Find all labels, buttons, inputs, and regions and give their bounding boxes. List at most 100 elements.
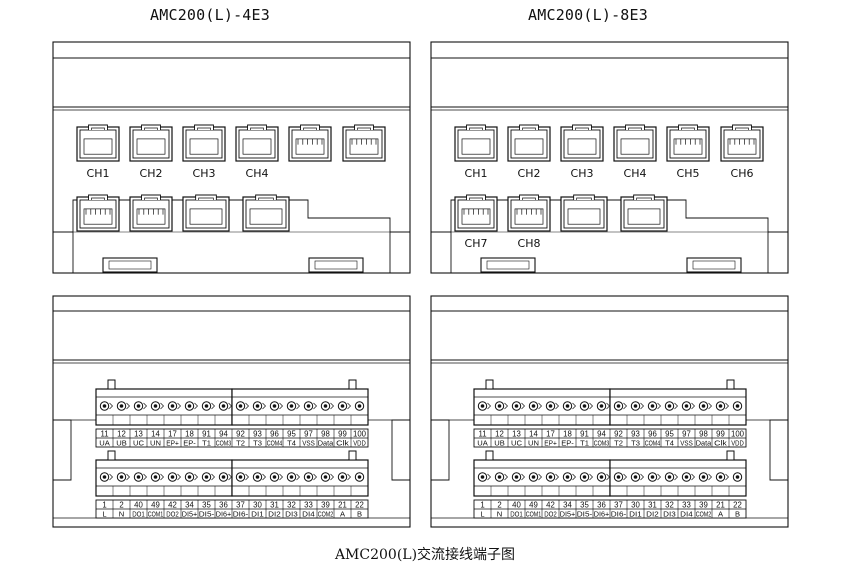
left-lower-terminal-number: 33 [304,501,313,510]
right-upper-terminal-signal: EP+ [544,439,557,448]
left-lower-terminal-number: 32 [287,501,296,510]
left-lower-terminal-number: 35 [202,501,211,510]
left-socket-5 [288,124,332,162]
right-upper-terminal-signal: COM3 [594,439,610,448]
right-lower-terminal-signal: DI5+ [560,510,576,519]
left-upper-terminal-signal: EP+ [166,439,179,448]
left-lower-terminal-signal: COM2 [318,510,334,519]
left-lower-terminal-number: 40 [134,501,143,510]
right-lower-terminal-number: 32 [665,501,674,510]
port-label-ch6: CH6 [731,167,754,180]
left-upper-terminal-number: 95 [287,430,296,439]
left-lower-terminal-signal: DI2 [268,510,281,519]
left-upper-terminal-signal: COM3 [216,439,232,448]
right-lower-terminal-number: 36 [597,501,606,510]
right-lower-terminal-number: 2 [497,501,501,510]
right-upper-terminal-number: 93 [631,430,640,439]
port-label-ch1: CH1 [87,167,110,180]
right-upper-terminal-signal: UC [511,439,522,448]
left-terminal-module: 11UA12UB13UC14UN17EP+18EP-91T194COM392T2… [52,295,411,528]
left-socket-low-4 [242,194,290,232]
right-upper-terminal-number: 13 [512,430,521,439]
left-lower-terminal-number: 42 [168,501,177,510]
left-lower-terminal-number: 31 [270,501,279,510]
left-socket-low-2 [129,194,173,232]
right-upper-terminal-signal: Clk [714,439,727,448]
right-lower-terminal-signal: DI3 [663,510,676,519]
right-upper-terminal-number: 98 [699,430,708,439]
right-upper-terminal-number: 14 [529,430,538,439]
left-upper-terminal-number: 91 [202,430,211,439]
left-upper-terminal-number: 99 [338,430,347,439]
left-upper-terminal-signal: UB [116,439,127,448]
left-lower-terminal-signal: N [119,510,124,519]
left-socket-6 [342,124,386,162]
right-lower-terminal-signal: DI6- [611,510,627,519]
left-lower-terminal-signal: DI6+ [216,510,232,519]
port-label-ch4: CH4 [246,167,269,180]
right-lower-terminal-signal: DI1 [629,510,642,519]
right-lower-terminal-number: 21 [716,501,725,510]
left-upper-terminal-number: 13 [134,430,143,439]
right-lower-terminal-signal: DI4 [680,510,693,519]
left-upper-terminal-number: 12 [117,430,126,439]
port-label-ch1: CH1 [465,167,488,180]
right-lower-terminal-signal: DI5- [577,510,593,519]
left-upper-terminal-number: 94 [219,430,228,439]
left-socket-low-1 [76,194,120,232]
right-upper-terminal-number: 94 [597,430,606,439]
right-socket-ch4 [613,124,657,162]
port-label-ch4: CH4 [624,167,647,180]
right-lower-terminal-number: 49 [529,501,538,510]
left-lower-terminal-number: 22 [355,501,364,510]
port-label-ch2: CH2 [140,167,163,180]
left-upper-terminal-signal: UC [133,439,144,448]
left-socket-ch1 [76,124,120,162]
left-upper-terminal-signal: T3 [253,439,262,448]
right-terminal-module: 11UA12UB13UC14UN17EP+18EP-91T194COM392T2… [430,295,789,528]
right-upper-terminal-number: 91 [580,430,589,439]
diagram-caption: AMC200(L)交流接线端子图 [334,547,516,563]
right-lower-terminal-number: 42 [546,501,555,510]
left-upper-terminal-signal: UN [150,439,161,448]
right-lower-terminal-signal: COM2 [696,510,712,519]
right-upper-terminal-signal: Data [696,439,712,448]
left-lower-terminal-signal: DI3 [285,510,298,519]
left-upper-terminal-number: 11 [100,430,108,439]
right-lower-terminal-signal: L [480,510,484,519]
port-label-ch3: CH3 [571,167,594,180]
right-upper-terminal-number: 97 [682,430,691,439]
left-upper-terminal-number: 18 [185,430,194,439]
right-upper-terminal-number: 100 [731,430,745,439]
left-upper-terminal-signal: UA [99,439,110,448]
left-upper-terminal-number: 92 [236,430,245,439]
right-model-title: AMC200(L)-8E3 [528,6,648,24]
right-upper-terminal-signal: EP- [561,439,574,448]
left-lower-terminal-number: 2 [119,501,123,510]
left-lower-terminal-number: 49 [151,501,160,510]
left-lower-terminal-signal: DI5- [199,510,215,519]
left-upper-terminal-signal: T4 [287,439,296,448]
right-lower-terminal-signal: DI6+ [594,510,610,519]
port-label-ch5: CH5 [677,167,700,180]
right-upper-terminal-number: 17 [546,430,555,439]
right-lower-terminal-number: 33 [682,501,691,510]
right-upper-terminal-signal: T3 [631,439,640,448]
port-label-ch7: CH7 [465,237,488,250]
right-socket-low-2 [507,194,551,232]
left-socket-low-3 [182,194,230,232]
left-upper-terminal-signal: EP- [183,439,196,448]
right-upper-terminal-signal: VDD [731,439,744,448]
port-label-ch2: CH2 [518,167,541,180]
left-lower-terminal-signal: A [340,510,346,519]
left-lower-terminal-number: 1 [102,501,106,510]
right-upper-terminal-number: 12 [495,430,504,439]
right-lower-terminal-number: 22 [733,501,742,510]
right-socket-ch2 [507,124,551,162]
right-upper-terminal-signal: UA [477,439,488,448]
right-upper-terminal-signal: COM4 [645,439,661,448]
right-upper-terminal-signal: T2 [614,439,623,448]
left-upper-terminal-number: 14 [151,430,160,439]
